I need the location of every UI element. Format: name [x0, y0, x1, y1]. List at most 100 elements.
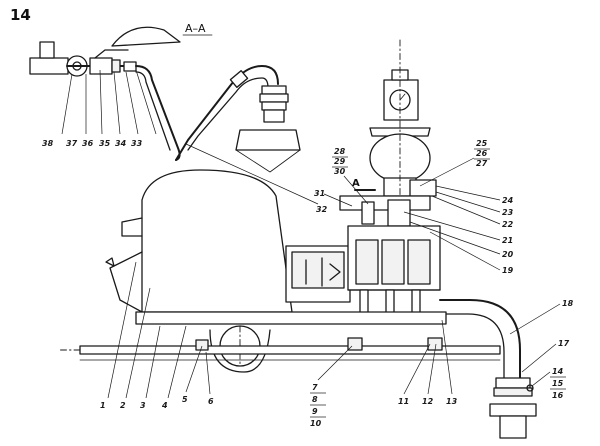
leader-5: [185, 345, 203, 393]
bell-skirt: [235, 149, 301, 173]
callout-26: 26: [476, 149, 488, 158]
elbow-outer: [439, 299, 521, 381]
cylinder-2: [381, 239, 405, 285]
discharge-elbow: [439, 299, 537, 439]
callout-34: 34: [115, 139, 127, 148]
callout-28: 28: [334, 147, 346, 156]
main-frame-beam: [135, 311, 447, 325]
leader-28-30: [343, 175, 369, 205]
gauge-needle: [399, 93, 406, 101]
inset-hood-cap: [111, 26, 181, 47]
leader-25-27: [419, 157, 475, 187]
leader-7: [317, 345, 353, 381]
callout-5: 5: [182, 395, 188, 404]
hood-body: [141, 169, 293, 313]
callout-17: 17: [558, 339, 570, 348]
callout-7: 7: [312, 383, 318, 392]
pipe-clamp: [229, 70, 249, 88]
callout-36: 36: [82, 139, 94, 148]
suction-pipe-inner: [187, 77, 269, 151]
leader-24: [435, 185, 501, 201]
hood-handle: [121, 217, 143, 237]
pump-cylinder-block: [339, 195, 441, 317]
leader-1: [107, 261, 137, 399]
callout-38: 38: [42, 139, 54, 148]
frame-and-base: [59, 311, 501, 373]
callout-4: 4: [161, 401, 168, 410]
callout-23: 23: [502, 208, 514, 217]
leader-19: [429, 231, 501, 271]
callout-3: 3: [140, 401, 146, 410]
callout-11: 11: [398, 397, 409, 406]
elbow-flange: [489, 403, 537, 417]
figure-number: 14: [10, 6, 31, 24]
leader-20: [409, 221, 501, 255]
clamp-bolt: [526, 384, 534, 392]
callout-16: 16: [552, 391, 564, 400]
leader-3: [145, 325, 161, 399]
leader-33: [135, 69, 157, 135]
inset-nut: [111, 59, 121, 73]
side-valve: [409, 179, 437, 197]
leader-lines: [61, 69, 561, 399]
inset-hose-inner: [135, 71, 171, 151]
pump-head-plate: [339, 195, 431, 211]
inset-left-flange: [29, 57, 69, 75]
callout-35: 35: [99, 139, 111, 148]
callout-13: 13: [446, 397, 458, 406]
leader-18: [509, 303, 561, 335]
callout-32: 32: [316, 205, 328, 214]
callout-24: 24: [502, 196, 514, 205]
bell-ring-3: [261, 101, 287, 111]
inset-coupling: [123, 61, 137, 72]
air-vessel-with-gauge: [369, 39, 437, 251]
hood-latch: [105, 257, 115, 267]
leader-22: [431, 195, 501, 225]
callout-9: 9: [312, 407, 318, 416]
support-block-left: [195, 339, 209, 351]
section-mark-top: А: [352, 178, 360, 189]
gear-box-window: [291, 251, 345, 289]
leader-6: [205, 351, 211, 395]
callout-20: 20: [502, 250, 514, 259]
callout-25: 25: [476, 139, 488, 148]
leader-11: [403, 343, 431, 395]
leader-35: [113, 71, 121, 135]
leader-32: [185, 143, 319, 205]
pump-head-valve-1: [361, 201, 375, 225]
callout-33: 33: [131, 139, 143, 148]
leader-2: [125, 287, 151, 399]
cylinder-1: [355, 239, 379, 285]
gear-box-linkage: [329, 263, 341, 281]
bell-ring-2: [259, 93, 289, 103]
bell-base: [235, 129, 301, 151]
callout-22: 22: [502, 220, 514, 229]
leader-17: [521, 343, 557, 373]
inset-lever: [94, 49, 129, 59]
inset-hose-outer: [135, 65, 181, 161]
leader-31: [323, 193, 353, 207]
hood-side-panel: [109, 251, 143, 313]
suction-pipe: [175, 65, 301, 173]
callout-14: 14: [552, 367, 564, 376]
leader-23: [435, 191, 501, 213]
elbow-inner: [439, 313, 505, 381]
callout-19: 19: [502, 266, 514, 275]
elbow-clamp-1: [495, 377, 531, 389]
callout-29: 29: [334, 157, 346, 166]
callout-12: 12: [422, 397, 434, 406]
callout-15: 15: [552, 379, 564, 388]
callout-31: 31: [314, 189, 325, 198]
leader-38: [61, 73, 73, 135]
leader-12: [427, 343, 437, 395]
leader-14: [531, 371, 551, 387]
vessel-top-flange: [369, 127, 431, 137]
callout-30: 30: [334, 167, 346, 176]
callout-2: 2: [120, 401, 126, 410]
callout-18: 18: [562, 299, 574, 308]
leader-36: [99, 69, 103, 135]
callout-labels: 38 37 36 35 34 33 32 31 28 29 30 25 26 2…: [42, 139, 574, 428]
callout-37: 37: [66, 139, 78, 148]
callout-10: 10: [310, 419, 322, 428]
